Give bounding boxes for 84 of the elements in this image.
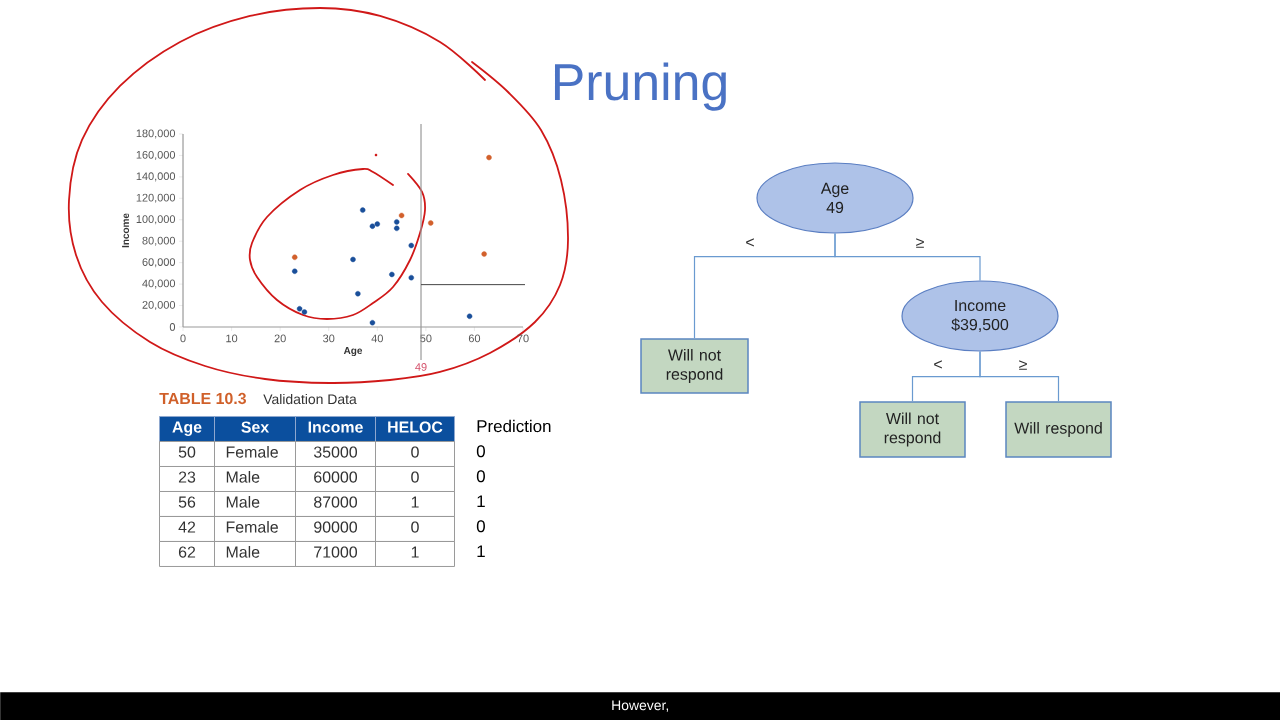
point xyxy=(394,219,400,225)
x-tick-label: 30 xyxy=(323,334,335,343)
x-tick-label: 60 xyxy=(468,334,481,343)
y-tick-label: 80,000 xyxy=(142,236,176,246)
header-cell: Sex xyxy=(214,416,296,442)
prediction-value: 1 xyxy=(477,495,485,508)
point xyxy=(408,242,414,249)
y-tick-label: 40,000 xyxy=(142,279,176,289)
table-cell: 90000 xyxy=(295,516,376,542)
edge-label: < xyxy=(744,237,756,249)
leaf-box: Will respond xyxy=(1005,401,1112,458)
point xyxy=(301,309,308,315)
table-cell: 0 xyxy=(375,516,455,542)
table-cell: 0 xyxy=(375,441,455,467)
edge-label: ≥ xyxy=(914,237,926,249)
prediction-value: 0 xyxy=(476,470,485,483)
prediction-value: 1 xyxy=(477,545,485,558)
point xyxy=(296,306,303,312)
table-title: Validation Data xyxy=(263,393,357,405)
point xyxy=(481,251,487,257)
y-tick-label: 60,000 xyxy=(142,258,176,268)
header-cell: HELOC xyxy=(375,416,455,442)
point xyxy=(355,291,361,297)
table-cell: 62 xyxy=(159,541,215,567)
header-cell: Age xyxy=(159,416,215,442)
point xyxy=(360,207,366,213)
table-cell: 60000 xyxy=(295,466,376,492)
point xyxy=(292,254,298,260)
header-cell: Income xyxy=(295,416,376,442)
point xyxy=(428,220,434,226)
x-tick-label: 0 xyxy=(180,334,186,343)
y-tick-label: 0 xyxy=(169,323,176,331)
table-cell: Female xyxy=(214,441,296,467)
table-cell: 1 xyxy=(375,541,455,567)
y-tick-label: 160,000 xyxy=(136,150,176,160)
table-cell: 35000 xyxy=(295,441,376,467)
point xyxy=(398,212,405,219)
y-tick-label: 140,000 xyxy=(136,172,176,182)
x-tick-label: 40 xyxy=(371,334,383,343)
x-tick-label: 50 xyxy=(420,334,432,343)
table-cell: 0 xyxy=(375,466,455,492)
leaf-box: Will not respond xyxy=(640,338,749,394)
y-tick-label: 180,000 xyxy=(136,129,176,139)
table-cell: Male xyxy=(214,466,296,492)
table-cell: 1 xyxy=(375,491,455,517)
table-cell: 87000 xyxy=(295,491,376,517)
point xyxy=(408,274,414,281)
point xyxy=(292,268,298,274)
point xyxy=(486,154,492,161)
y-tick-label: 100,000 xyxy=(136,215,176,225)
prediction-value: 0 xyxy=(476,520,485,533)
y-tick-label: 20,000 xyxy=(142,301,176,311)
point xyxy=(369,319,376,326)
point xyxy=(350,256,356,263)
x-axis-title: Age xyxy=(343,347,363,357)
edge-label: < xyxy=(932,359,944,371)
x-tick-label: 20 xyxy=(274,334,286,343)
x-tick-label: 70 xyxy=(517,334,529,343)
table-cell: Male xyxy=(214,541,296,567)
column-heading: Prediction xyxy=(477,419,551,433)
connector xyxy=(979,351,1060,402)
point xyxy=(466,313,473,319)
point xyxy=(389,271,395,278)
connector xyxy=(834,233,981,281)
table-cell: 50 xyxy=(159,441,215,467)
y-tick-label: 120,000 xyxy=(136,193,176,203)
y-axis-title: Income xyxy=(122,213,130,248)
point xyxy=(369,223,376,229)
ref-line-label: 49 xyxy=(415,363,427,371)
prediction-value: 0 xyxy=(476,445,485,458)
leaf-box: Will not respond xyxy=(859,401,966,458)
table-cell: 23 xyxy=(159,466,215,492)
title: Pruning xyxy=(554,62,726,111)
table-cell: 71000 xyxy=(295,541,376,567)
subtitle-bar: However, xyxy=(0,692,1280,720)
point xyxy=(394,225,400,232)
table-label: TABLE 10.3 xyxy=(159,392,246,405)
x-tick-label: 10 xyxy=(226,334,238,343)
table-cell: Female xyxy=(214,516,296,542)
table-cell: 56 xyxy=(159,491,215,517)
table-cell: 42 xyxy=(159,516,215,542)
point xyxy=(374,221,380,227)
table-cell: Male xyxy=(214,491,296,517)
edge-label: ≥ xyxy=(1017,359,1029,371)
